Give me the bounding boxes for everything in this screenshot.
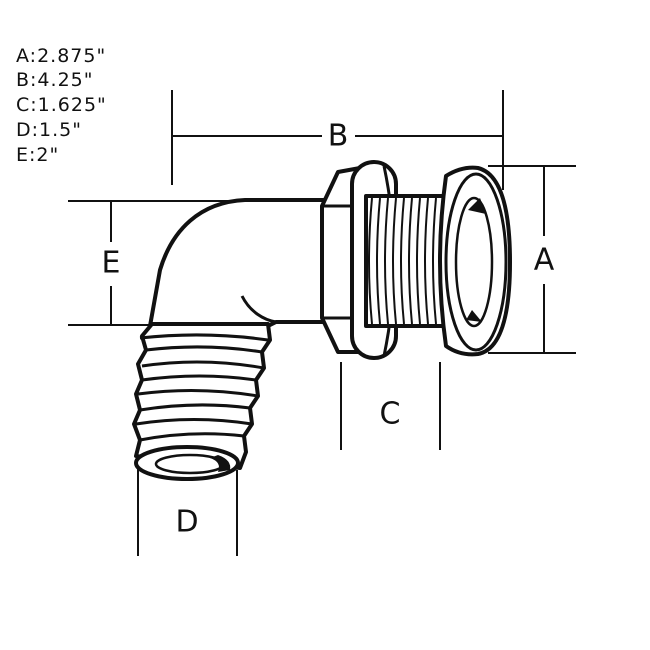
dimension-e: E (68, 200, 228, 326)
spec-d: D:1.5" (16, 119, 82, 141)
dimension-label-d: D (175, 505, 198, 540)
threaded-body (364, 194, 452, 328)
dimension-c: C (340, 362, 441, 450)
dimension-label-a: A (534, 243, 555, 278)
spec-c: C:1.625" (16, 94, 107, 116)
elbow-body (148, 198, 326, 328)
dimension-b: B (171, 90, 504, 190)
dimension-d: D (137, 468, 238, 556)
dimension-a: A (488, 165, 576, 354)
dimension-label-e: E (102, 246, 121, 281)
spec-a: A:2.875" (16, 45, 107, 67)
hose-barb (132, 322, 272, 481)
dimension-label-c: C (380, 397, 401, 432)
front-flange (438, 165, 512, 357)
spec-e: E:2" (16, 144, 60, 166)
dimension-label-b: B (328, 119, 349, 154)
spec-b: B:4.25" (16, 69, 94, 91)
